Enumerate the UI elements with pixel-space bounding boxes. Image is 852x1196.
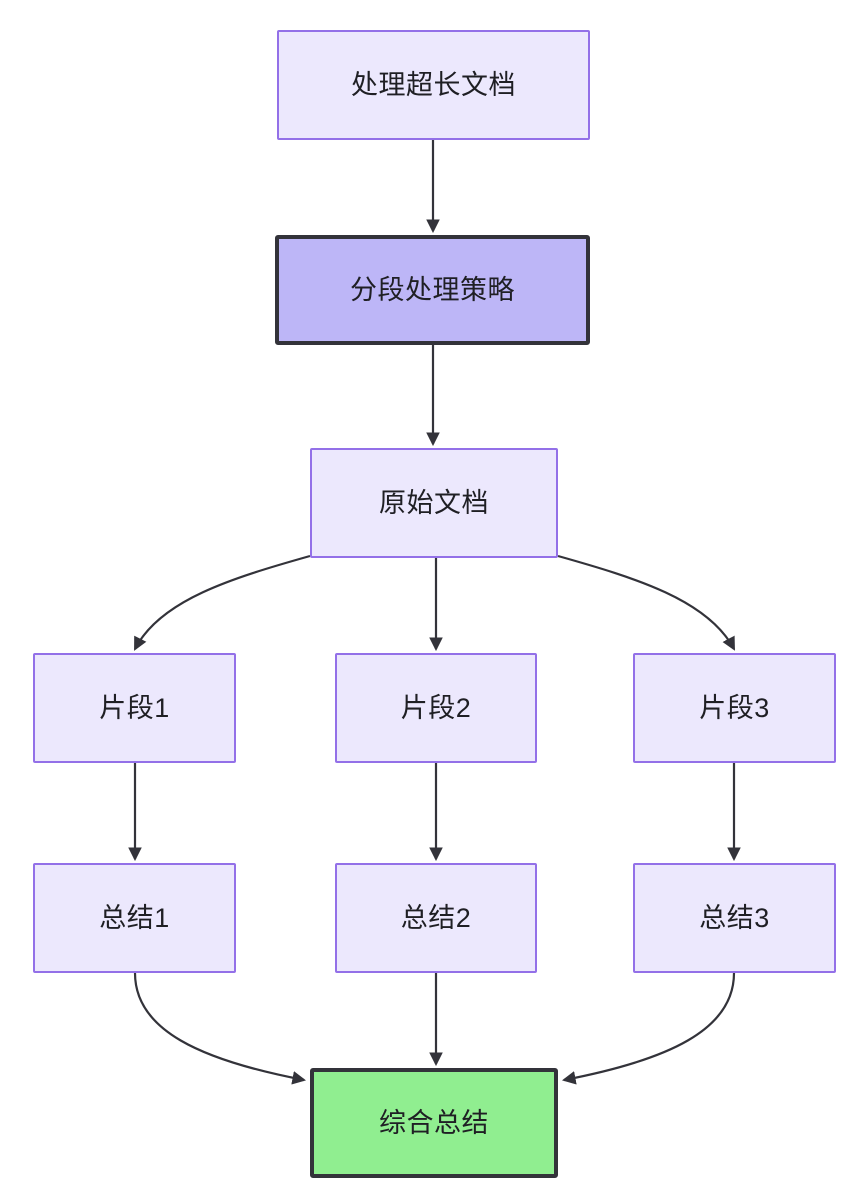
node-label: 总结2	[400, 902, 472, 933]
node-fragment-1[interactable]: 片段1	[33, 653, 236, 763]
node-label: 分段处理策略	[350, 274, 515, 305]
node-label: 片段1	[99, 692, 170, 723]
edge-n3-n6	[557, 554, 735, 651]
node-label: 处理超长文档	[351, 69, 516, 100]
node-label: 片段3	[699, 692, 770, 723]
edge-n7-n10	[133, 972, 307, 1085]
edge-n3-n4	[134, 554, 311, 651]
node-chunking-strategy[interactable]: 分段处理策略	[275, 235, 590, 345]
node-label: 原始文档	[379, 487, 489, 518]
node-label: 总结3	[699, 902, 770, 933]
node-comprehensive-summary[interactable]: 综合总结	[310, 1068, 558, 1178]
node-summary-3[interactable]: 总结3	[633, 863, 836, 973]
edge-n9-n10	[561, 972, 736, 1085]
node-label: 总结1	[99, 902, 170, 933]
node-summary-1[interactable]: 总结1	[33, 863, 236, 973]
node-original-document[interactable]: 原始文档	[310, 448, 558, 558]
node-label: 片段2	[400, 692, 472, 723]
node-summary-2[interactable]: 总结2	[335, 863, 537, 973]
node-label: 综合总结	[379, 1107, 489, 1138]
node-fragment-3[interactable]: 片段3	[633, 653, 836, 763]
node-fragment-2[interactable]: 片段2	[335, 653, 537, 763]
node-process-long-document[interactable]: 处理超长文档	[277, 30, 590, 140]
